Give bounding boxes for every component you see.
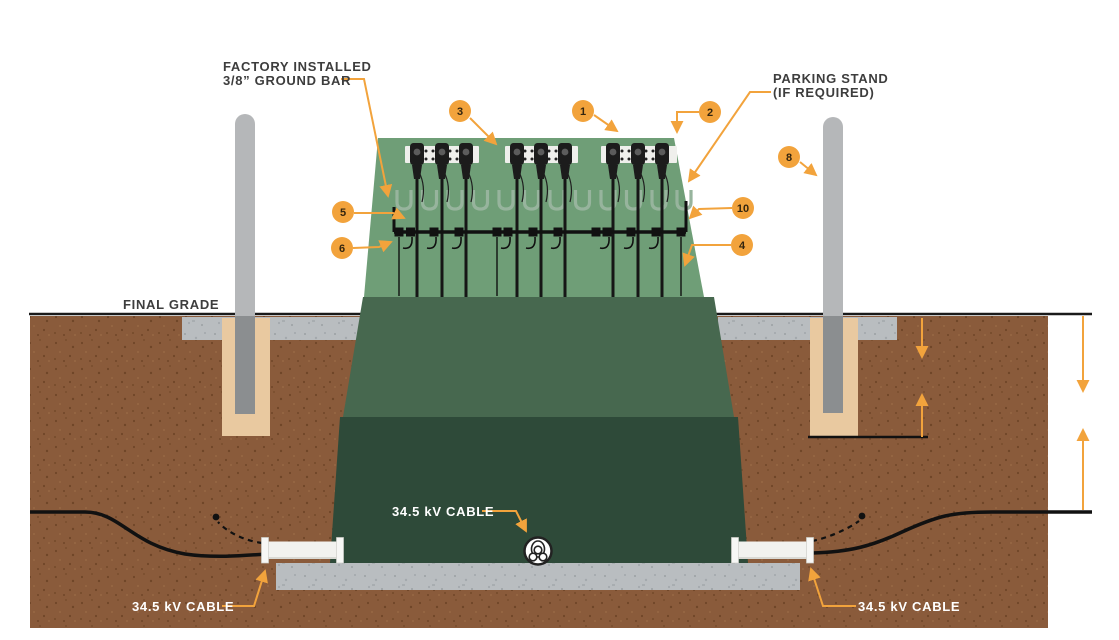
pedestal-base [343, 297, 734, 417]
callout-3-number: 3 [457, 106, 463, 118]
stand-post-left [235, 114, 255, 316]
cable-drops [415, 162, 664, 297]
underground-vault [330, 417, 748, 563]
concrete-base-pad [276, 563, 800, 590]
concrete-strip-left [182, 317, 363, 340]
leader-callout-3 [469, 117, 498, 146]
callout-4: 4 [731, 234, 753, 256]
leader-cable-center [482, 510, 527, 533]
cable-end-dot-right [858, 512, 866, 520]
callout-8-number: 8 [786, 152, 792, 164]
stand-post-left-buried [235, 316, 255, 414]
plate-bolt-dots [424, 149, 655, 161]
parking-stand-left [222, 114, 270, 436]
cable-run-right [811, 510, 1092, 555]
cable-label-right: 34.5 kV CABLE [858, 599, 960, 614]
conduit-left [261, 537, 344, 564]
callout-6-number: 6 [339, 243, 345, 255]
elbow-bushing-bodies [410, 143, 669, 179]
callout-10: 10 [732, 197, 754, 219]
ground-bar [392, 201, 688, 296]
underground-cables [30, 510, 1092, 559]
cable-end-dot-left [212, 513, 220, 521]
callout-3: 3 [449, 100, 471, 122]
cable-label-left: 34.5 kV CABLE [132, 599, 234, 614]
conduit-right [731, 537, 814, 564]
callout-10-number: 10 [737, 203, 749, 215]
cable-run-left [30, 510, 267, 559]
leader-callout-5 [354, 207, 406, 220]
cable-bracket-row [395, 190, 693, 211]
parking-stand-label-line2: (IF REQUIRED) [773, 85, 875, 100]
ground-bar-clamps [394, 227, 686, 237]
callout-1: 1 [572, 100, 594, 122]
cable-training-right [811, 520, 860, 543]
leader-cable-right [808, 567, 856, 607]
callout-5: 5 [332, 201, 354, 223]
elbow-bushings-and-cables [410, 143, 670, 297]
leader-callout-10 [688, 205, 733, 220]
leader-callout-2 [670, 111, 699, 134]
leader-lines [222, 78, 856, 607]
callout-8: 8 [778, 146, 800, 168]
leader-callout-1 [593, 114, 619, 133]
ground-down-leads [398, 237, 682, 296]
switchgear-cabinet [364, 138, 704, 297]
callout-6: 6 [331, 237, 353, 259]
stand-post-right-buried [823, 316, 843, 413]
callout-2: 2 [699, 101, 721, 123]
cable-training-left [217, 521, 263, 545]
ground-wire-hooks [402, 236, 659, 250]
callout-2-number: 2 [707, 107, 713, 119]
stand-post-right [823, 117, 843, 316]
leader-factory-ground-bar [341, 78, 393, 198]
cable-cross-section [523, 536, 553, 566]
parking-stand-label-line1: PARKING STAND [773, 71, 889, 86]
callout-1-number: 1 [580, 106, 586, 118]
factory-installed-label-line2: 3/8” GROUND BAR [223, 73, 351, 88]
leader-callout-4 [682, 244, 731, 267]
parking-stand-right [808, 117, 928, 439]
leader-callout-6 [352, 240, 393, 253]
callout-5-number: 5 [340, 207, 346, 219]
leader-callout-8 [799, 161, 818, 177]
callout-4-number: 4 [739, 240, 746, 252]
cable-label-center: 34.5 kV CABLE [392, 504, 494, 519]
leader-cable-left [222, 569, 268, 607]
factory-installed-label-line1: FACTORY INSTALLED [223, 59, 372, 74]
concrete-strip-right [718, 317, 897, 340]
leader-parking-stand [687, 91, 771, 183]
final-grade-label: FINAL GRADE [123, 297, 219, 312]
